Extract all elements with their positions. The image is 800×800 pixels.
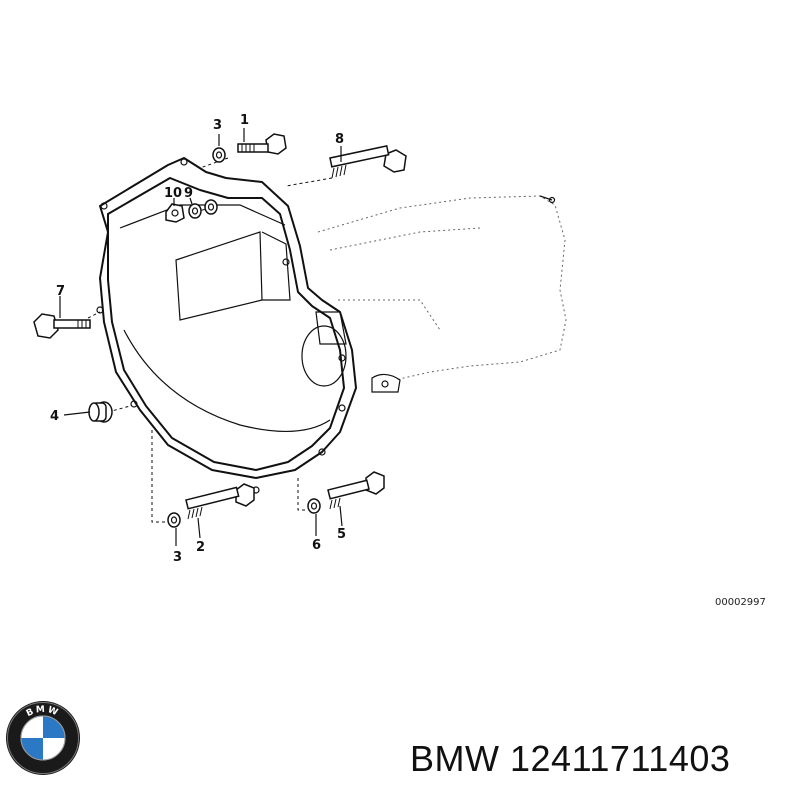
- part-4-sleeve: [88, 401, 113, 423]
- callout-10: 10: [164, 186, 182, 201]
- part-9-washer: [188, 199, 218, 219]
- logo-quadrant-white-2: [43, 738, 65, 760]
- part-7-bolt: [33, 313, 91, 339]
- part-2-bolt: [185, 483, 255, 520]
- callout-2: 2: [196, 540, 205, 555]
- callout-3-bottom: 3: [173, 550, 182, 565]
- part-8-bolt: [329, 145, 407, 179]
- svg-text:BMW: BMW: [25, 705, 61, 719]
- brand-name: BMW: [410, 738, 500, 779]
- bmw-logo-icon: BMW: [6, 701, 80, 775]
- part-1-bolt: [237, 133, 287, 155]
- logo-lettering: BMW: [25, 705, 59, 719]
- logo-quadrant-white-1: [21, 716, 43, 738]
- part-5-bolt: [327, 471, 385, 510]
- callout-5: 5: [337, 527, 346, 542]
- callout-1: 1: [240, 113, 249, 128]
- callout-3-top: 3: [213, 118, 222, 133]
- leader-lines: [87, 157, 333, 523]
- bell-housing: [96, 157, 357, 494]
- gearbox-body: [317, 195, 567, 393]
- part-3-washer-bottom: [167, 512, 181, 528]
- part-10-nut: [165, 203, 185, 223]
- callout-8: 8: [335, 132, 344, 147]
- logo-quadrant-blue-2: [21, 738, 43, 760]
- part-6-washer: [307, 498, 321, 514]
- drawing-code: 00002997: [715, 597, 766, 608]
- callout-7: 7: [56, 284, 65, 299]
- callout-labels: 3 1 8 10 9 7 4 3 2 6 5 00002997: [50, 113, 766, 608]
- part-caption: BMW 12411711403: [410, 738, 730, 780]
- callout-9: 9: [184, 186, 193, 201]
- callout-6: 6: [312, 538, 321, 553]
- part-number: 12411711403: [510, 738, 731, 779]
- callout-leaders: [59, 128, 343, 546]
- logo-quadrant-blue-1: [43, 716, 65, 738]
- part-3-washer-top: [212, 147, 226, 163]
- callout-4: 4: [50, 409, 59, 424]
